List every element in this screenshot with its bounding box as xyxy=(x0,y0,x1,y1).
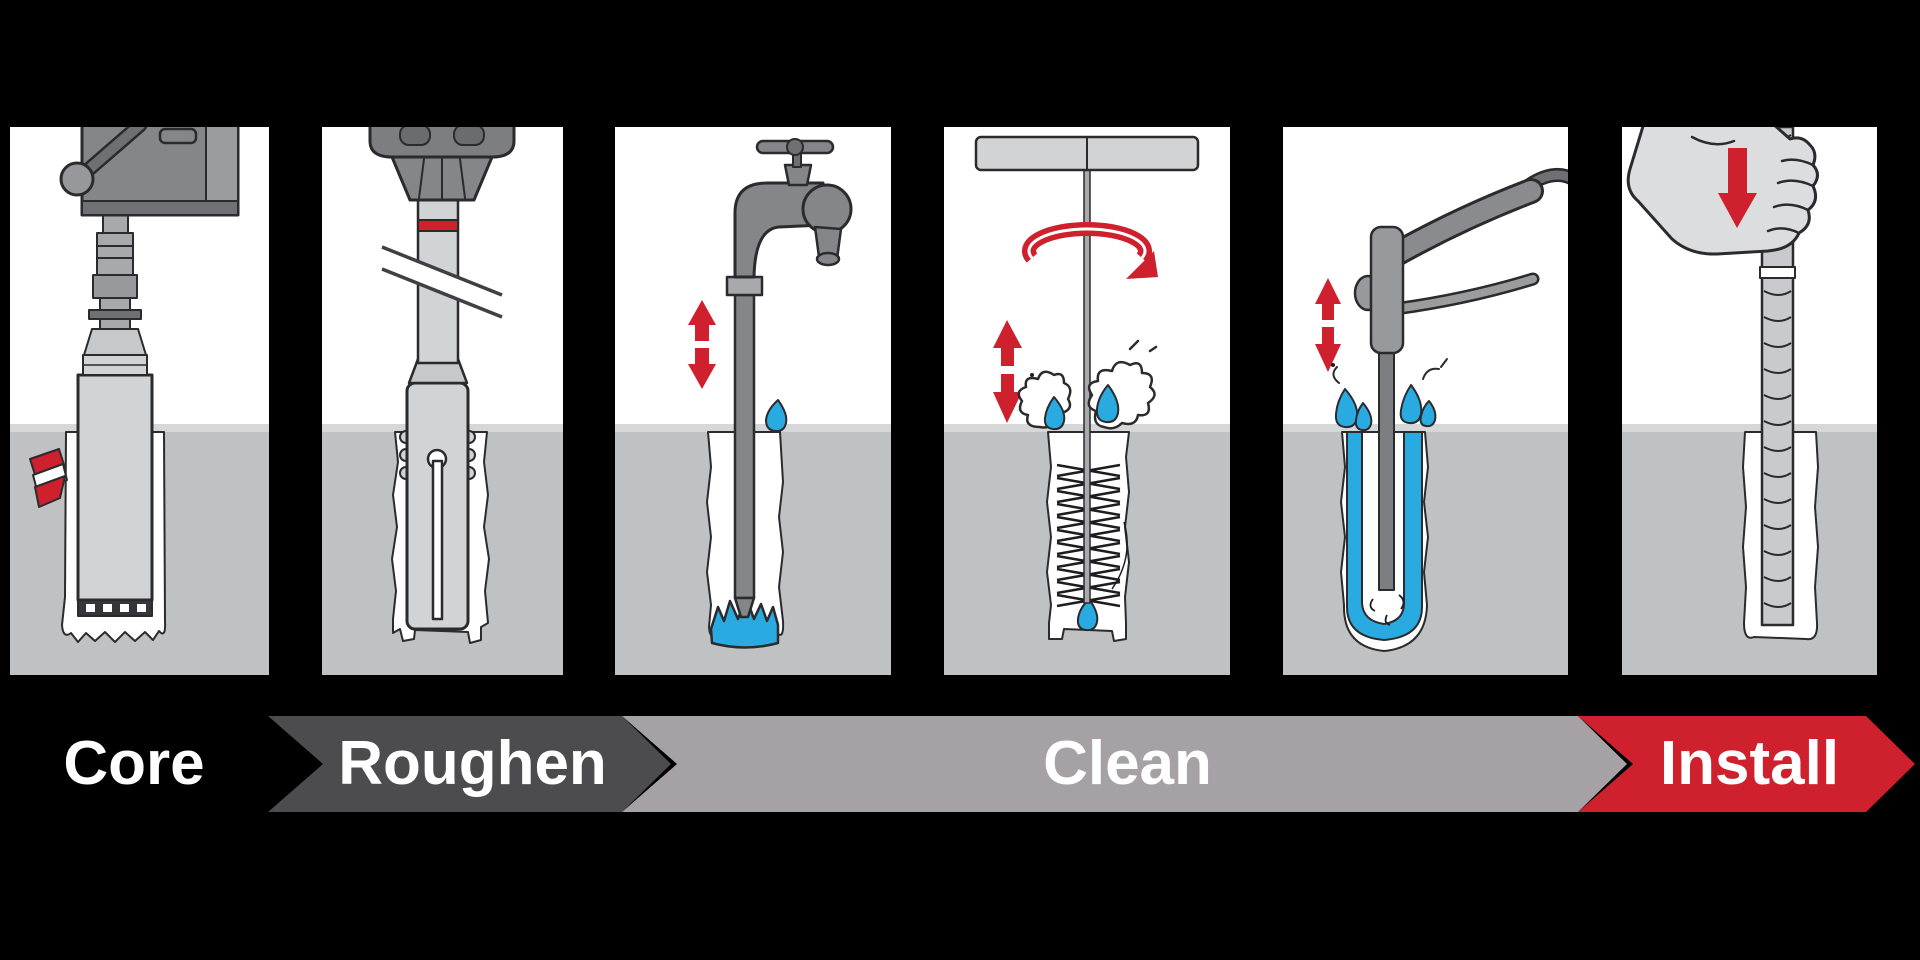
panel-brush-clean xyxy=(944,127,1230,675)
water-pipe-and-tap xyxy=(725,138,853,619)
drive-shaft xyxy=(82,214,148,376)
drill-chuck xyxy=(368,127,516,202)
union-nut xyxy=(725,275,764,297)
up-down-arrow-icon xyxy=(993,320,1022,423)
depth-band-icon xyxy=(417,219,459,232)
water-flush-illustration xyxy=(615,138,891,675)
panel-roughen-tool xyxy=(322,127,563,675)
pipe-nozzle xyxy=(733,596,756,619)
process-step-clean: Clean xyxy=(622,716,1627,812)
process-step-label: Clean xyxy=(1043,729,1212,798)
pump-body xyxy=(1369,225,1405,355)
length-break-icon xyxy=(381,245,503,319)
pump-lower-lever xyxy=(1391,275,1537,313)
air-pump xyxy=(1353,168,1568,355)
concrete-surface xyxy=(1283,424,1568,432)
tap-body xyxy=(801,183,853,235)
pump-upper-lever xyxy=(1381,181,1541,267)
down-arrow-icon xyxy=(1718,148,1757,228)
roughening-head xyxy=(399,381,476,631)
panel-blow-out xyxy=(1283,127,1568,675)
feed-handle-knob xyxy=(59,161,95,197)
panel-water-flush xyxy=(615,127,891,675)
panel-core-drill xyxy=(10,127,269,675)
drill-flute-icon xyxy=(29,448,68,508)
process-bar: Core Roughen Clean Install xyxy=(0,716,1920,812)
rotation-arrow-icon xyxy=(1022,222,1158,279)
concrete-surface xyxy=(1622,424,1877,432)
process-step-label: Core xyxy=(63,729,205,798)
water-drop-icon xyxy=(1076,598,1099,632)
splash-marks xyxy=(1017,339,1158,431)
splash-marks xyxy=(1331,358,1448,432)
install-rebar-illustration xyxy=(1622,127,1877,675)
up-down-arrow-icon xyxy=(688,300,716,389)
setting-depth-band xyxy=(1759,266,1796,279)
process-step-label: Roughen xyxy=(338,729,607,798)
core-bit-barrel xyxy=(76,373,154,602)
core-drill-motor xyxy=(59,127,240,217)
process-step-install: Install xyxy=(1578,716,1915,812)
water-film xyxy=(1346,431,1423,641)
roughen-tool-illustration xyxy=(322,127,563,675)
panel-install-rebar xyxy=(1622,127,1877,675)
water-pool xyxy=(709,595,780,649)
hand xyxy=(1626,127,1819,256)
tap-bonnet xyxy=(783,163,813,187)
air-nozzle-tube xyxy=(1378,352,1395,591)
process-step-label: Install xyxy=(1659,729,1840,798)
process-step-core: Core xyxy=(0,716,317,812)
residue-marks xyxy=(1369,594,1405,626)
core-bit-teeth xyxy=(77,599,153,617)
brush-clean-illustration xyxy=(944,135,1230,675)
core-drill-illustration xyxy=(10,127,269,675)
process-step-roughen: Roughen xyxy=(268,716,671,812)
blow-out-illustration xyxy=(1283,168,1568,675)
water-drop-icon xyxy=(765,399,788,433)
up-down-arrow-icon xyxy=(1315,278,1341,372)
